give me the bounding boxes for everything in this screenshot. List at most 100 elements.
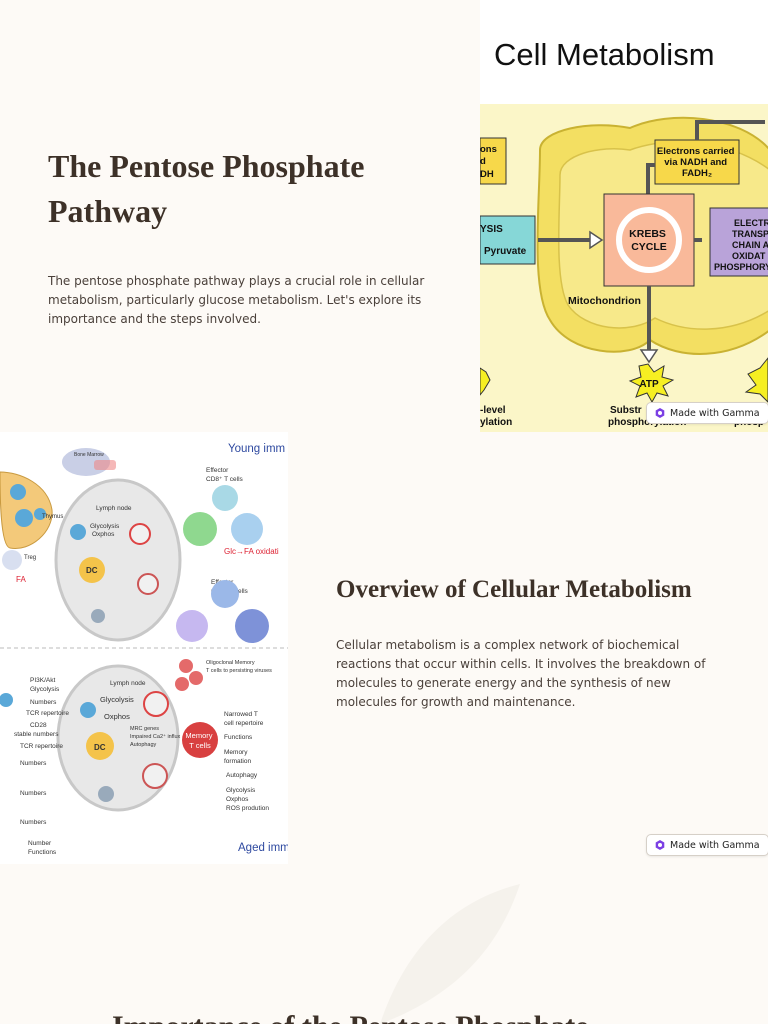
cell-metabolism-diagram: Cell Metabolism Electrons carried via NA… xyxy=(480,0,768,432)
slide3-title: Importance of the Pentose Phosphate xyxy=(112,1010,589,1024)
etc-line-3: CHAIN A xyxy=(732,240,768,250)
oxphos-top: Oxphos xyxy=(92,531,115,538)
left-box-line-3: DH xyxy=(480,169,494,180)
made-with-gamma-badge[interactable]: Made with Gamma xyxy=(646,834,768,856)
left-list-3: Numbers xyxy=(30,699,57,706)
slide1-title: The Pentose Phosphate Pathway xyxy=(48,148,365,229)
slide1-body: The pentose phosphate pathway plays a cr… xyxy=(48,274,425,326)
memory-label-2: T cells xyxy=(189,741,211,750)
left-list-6: stable numbers xyxy=(14,731,59,738)
left-list-4: TCR repertoire xyxy=(26,710,69,717)
left-list-1: PI3K/Akt xyxy=(30,677,55,684)
left-list-2: Glycolysis xyxy=(30,686,60,693)
right-list-7: Glycolysis xyxy=(226,787,256,794)
svg-text:Glycolysis Oxphos: Glycolysis Oxphos xyxy=(100,695,136,721)
gamma-logo-icon xyxy=(655,840,665,850)
svg-text:Narrowed T cell repert: Narrowed T cell repertoire Functions Mem… xyxy=(224,711,269,812)
slide1-text: The Pentose Phosphate Pathway The pentos… xyxy=(48,144,428,329)
cell-metabolism-image: Cell Metabolism Electrons carried via NA… xyxy=(480,0,768,432)
glc-fa-oxidation-label: Glc→FA oxidati xyxy=(224,547,279,556)
svg-text:PI3K/Akt Glycolysis: PI3K/Akt Glycolysis Numbers TCR repertoi… xyxy=(14,677,71,856)
aged-immune-label: Aged imm xyxy=(238,842,288,854)
right-list-6: Autophagy xyxy=(226,772,258,779)
left-list-7: TCR repertoire xyxy=(20,743,63,750)
dc-label-top: DC xyxy=(86,566,98,575)
glycolysis-top: Glycolysis xyxy=(90,523,120,530)
glycolysis-bottom: Glycolysis xyxy=(100,695,134,704)
svg-text:Glycolysis Oxphos: Glycolysis Oxphos xyxy=(90,523,121,538)
slide2-text: Overview of Cellular Metabolism Cellular… xyxy=(336,572,726,712)
fa-label-left: FA xyxy=(16,575,26,584)
electrons-line-1: Electrons carried xyxy=(657,146,735,157)
badge-label: Made with Gamma xyxy=(670,839,760,851)
krebs-line-1: KREBS xyxy=(629,228,666,240)
immune-metabolism-diagram: Young imm Aged imm Bone Marrow Thymus Tr… xyxy=(0,432,288,864)
background-leaf-icon xyxy=(380,884,520,1024)
treg-label: Treg xyxy=(24,555,36,561)
bone-marrow-label: Bone Marrow xyxy=(74,452,104,458)
svg-text:MRC genes Impaired Ca2: MRC genes Impaired Ca2⁺ influx Autophagy xyxy=(130,726,182,748)
slide-importance: Importance of the Pentose Phosphate xyxy=(0,864,768,1024)
immune-metabolism-image: Young imm Aged imm Bone Marrow Thymus Tr… xyxy=(0,432,288,864)
svg-text:Effector CD8⁺ T cells: Effector CD8⁺ T cells xyxy=(206,467,244,483)
left-list-10: Numbers xyxy=(20,819,47,826)
glycolysis-label: YSIS xyxy=(480,224,503,235)
right-list-8: Oxphos xyxy=(226,796,249,803)
memory-label-1: Memory xyxy=(185,731,212,740)
right-list-3: Functions xyxy=(224,734,253,741)
lymph-node-bottom-label: Lymph node xyxy=(110,680,146,687)
bottom-mid-1: Substr xyxy=(610,405,642,416)
gamma-logo-icon xyxy=(655,408,665,418)
thymus-label: Thymus xyxy=(42,514,63,520)
etc-line-1: ELECTR xyxy=(734,218,768,228)
left-list-9: Numbers xyxy=(20,790,47,797)
svg-text:Memory T cells: Memory T cells xyxy=(185,731,214,750)
effector-cd8-2: CD8⁺ T cells xyxy=(206,476,244,483)
oxphos-bottom: Oxphos xyxy=(104,712,130,721)
etc-line-5: PHOSPHORY xyxy=(714,262,768,272)
right-list-4: Memory xyxy=(224,749,248,756)
lymph-node-top-label: Lymph node xyxy=(96,505,132,512)
left-box-line-1: ons xyxy=(480,144,497,155)
electrons-line-2: via NADH and xyxy=(664,157,727,168)
mrc-line-2: Impaired Ca2⁺ influx xyxy=(130,733,181,740)
mitochondrion-label: Mitochondrion xyxy=(568,295,641,307)
mrc-line-3: Autophagy xyxy=(130,742,157,748)
bottom-left-2: ylation xyxy=(480,417,512,428)
etc-line-2: TRANSP xyxy=(732,229,768,239)
effector-cd8-1: Effector xyxy=(206,467,229,474)
right-list-5: formation xyxy=(224,758,251,765)
svg-text:Electrons carried via: Electrons carried via NADH and FADH₂ xyxy=(657,146,737,179)
svg-text:ELECTR TRANSP: ELECTR TRANSP CHAIN A OXIDAT PHOSPHORY xyxy=(714,218,768,272)
slide-overview-metabolism: Young imm Aged imm Bone Marrow Thymus Tr… xyxy=(0,432,768,864)
right-list-2: cell repertoire xyxy=(224,720,264,727)
left-list-12: Functions xyxy=(28,849,57,856)
atp-label: ATP xyxy=(639,379,659,390)
svg-text:ons d DH: ons d DH xyxy=(480,144,500,180)
slide-pentose-phosphate: The Pentose Phosphate Pathway The pentos… xyxy=(0,0,768,432)
mrc-line-1: MRC genes xyxy=(130,726,159,732)
krebs-line-2: CYCLE xyxy=(631,241,667,253)
svg-text:YSIS Pyruvate: YSIS Pyruvate xyxy=(480,224,527,257)
svg-text:KREBS CYCLE: KREBS CYCLE xyxy=(629,228,669,253)
badge-label: Made with Gamma xyxy=(670,407,760,419)
made-with-gamma-badge[interactable]: Made with Gamma xyxy=(646,402,768,424)
oligoclonal-1: Oligoclonal Memory xyxy=(206,660,255,666)
dc-label-bottom: DC xyxy=(94,743,106,752)
bottom-left-1: -level xyxy=(480,405,506,416)
electrons-line-3: FADH₂ xyxy=(682,168,712,179)
right-list-9: ROS prodution xyxy=(226,805,269,812)
young-immune-label: Young imm xyxy=(228,443,285,455)
oligoclonal-2: T cells to persisting viruses xyxy=(206,668,272,674)
slide2-body: Cellular metabolism is a complex network… xyxy=(336,638,706,709)
left-list-8: Numbers xyxy=(20,760,47,767)
left-box-line-2: d xyxy=(480,156,486,167)
etc-line-4: OXIDAT xyxy=(732,251,766,261)
left-list-11: Number xyxy=(28,840,52,847)
slide2-title: Overview of Cellular Metabolism xyxy=(336,576,692,603)
cell-metabolism-heading: Cell Metabolism xyxy=(494,37,715,72)
svg-text:Oligoclonal Memory T c: Oligoclonal Memory T cells to persisting… xyxy=(206,660,272,674)
left-list-5: CD28 xyxy=(30,722,47,729)
right-list-1: Narrowed T xyxy=(224,711,258,718)
pyruvate-label: Pyruvate xyxy=(484,246,527,257)
